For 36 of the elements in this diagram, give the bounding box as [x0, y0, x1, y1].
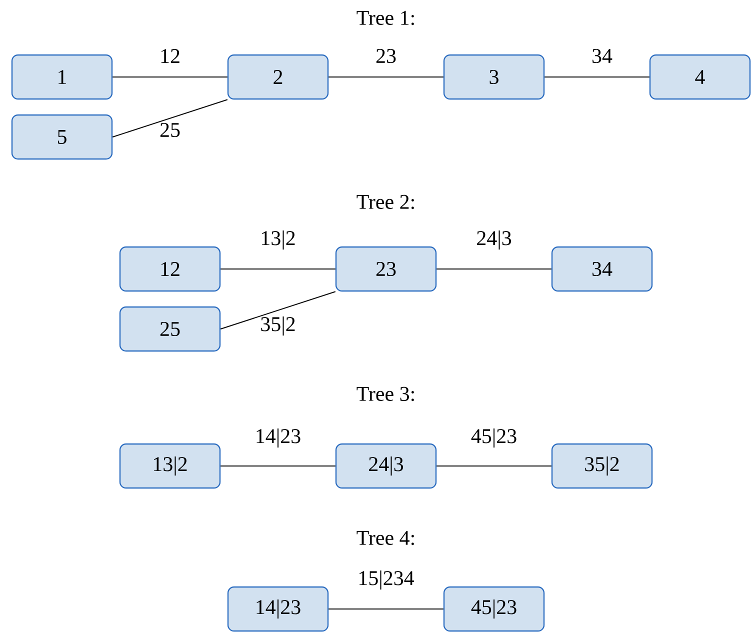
tree-title: Tree 3: [356, 386, 414, 402]
edge-line [220, 291, 336, 330]
tree-node-box: 12 [119, 246, 221, 292]
edge-line [544, 76, 650, 78]
tree-node-box: 34 [551, 246, 653, 292]
edge-line [112, 76, 228, 78]
tree-node-box: 45|23 [443, 586, 545, 632]
tree-node-box: 25 [119, 306, 221, 352]
tree-node-box: 35|2 [551, 443, 653, 489]
tree-title: Tree 4: [356, 530, 414, 546]
tree-node-box: 24|3 [335, 443, 437, 489]
tree-node-box: 3 [443, 54, 545, 100]
edge-label: 14|23 [256, 428, 300, 448]
tree-title: Tree 2: [356, 194, 414, 210]
edge-label: 25 [160, 122, 180, 138]
edge-line [220, 268, 336, 270]
edge-label: 34 [592, 48, 612, 64]
tree-node-box: 4 [649, 54, 751, 100]
edge-label: 24|3 [477, 230, 512, 250]
edge-line [328, 608, 444, 610]
tree-node-box: 23 [335, 246, 437, 292]
edge-label: 12 [161, 49, 180, 63]
tree-node-box: 14|23 [227, 586, 329, 632]
edge-label: 13|2 [262, 230, 295, 250]
tree-node-box: 1 [11, 54, 113, 100]
edge-label: 35|2 [261, 316, 295, 336]
edge-label: 45|23 [471, 428, 516, 448]
edge-line [436, 268, 552, 270]
tree-title: Tree 1: [356, 10, 414, 26]
edge-label: 15|234 [360, 570, 414, 590]
edge-label: 23 [376, 48, 396, 64]
edge-line [112, 99, 228, 138]
tree-node-box: 2 [227, 54, 329, 100]
tree-node-box: 13|2 [119, 443, 221, 489]
edge-line [328, 76, 444, 78]
tree-node-box: 5 [11, 114, 113, 160]
